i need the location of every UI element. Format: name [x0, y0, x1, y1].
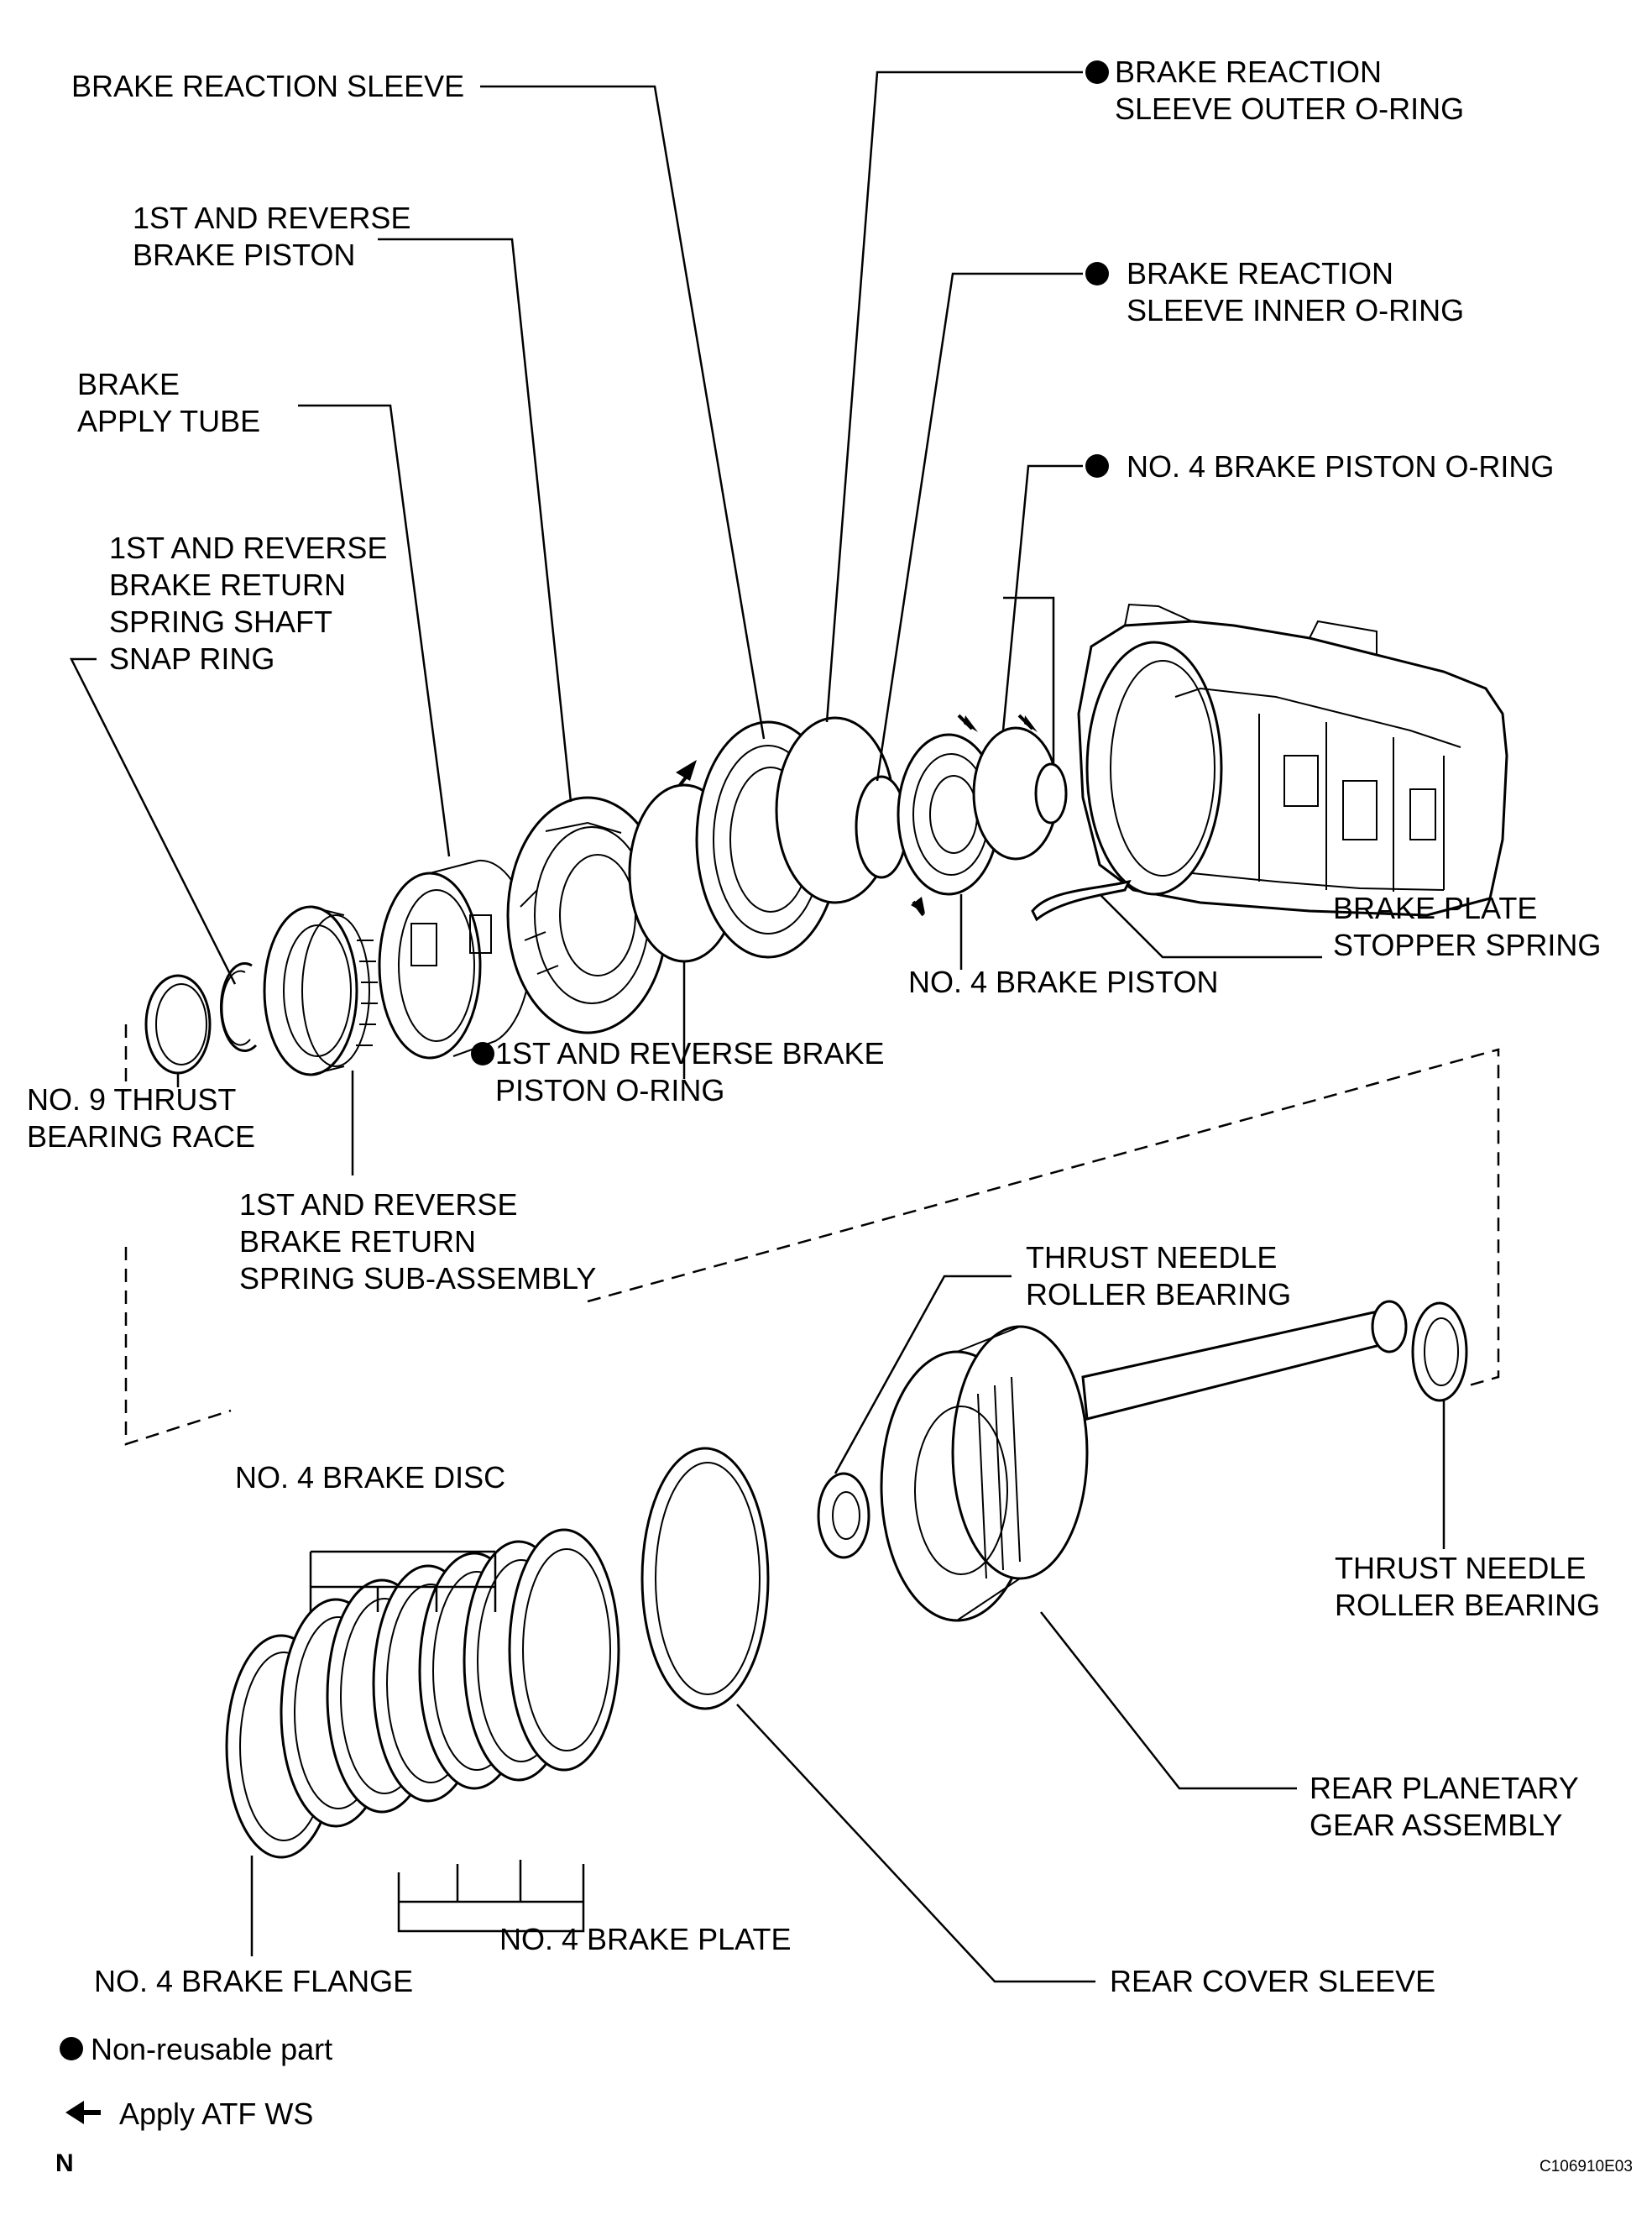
label-no4-piston: NO. 4 BRAKE PISTON [908, 965, 1218, 999]
figure-code: C106910E03 [1540, 2158, 1633, 2175]
label-needle-top-1: THRUST NEEDLE [1026, 1240, 1277, 1275]
label-planetary-2: GEAR ASSEMBLY [1310, 1808, 1562, 1842]
label-race-2: BEARING RACE [27, 1119, 255, 1154]
label-snap-1: 1ST AND REVERSE [109, 531, 387, 565]
label-no4-disc: NO. 4 BRAKE DISC [235, 1460, 505, 1495]
brake-apply-tube [378, 859, 532, 1060]
label-piston-1: 1ST AND REVERSE [133, 201, 410, 235]
label-no4-flange: NO. 4 BRAKE FLANGE [94, 1964, 413, 1998]
label-snap-4: SNAP RING [109, 641, 274, 676]
leader-lines [69, 71, 1500, 1983]
label-rear-cover: REAR COVER SLEEVE [1110, 1964, 1435, 1998]
label-apply-tube-2: APPLY TUBE [77, 404, 260, 438]
label-snap-3: SPRING SHAFT [109, 605, 332, 639]
no4-brake-piston [897, 733, 1001, 896]
corner-mark: N [55, 2149, 74, 2177]
no9-thrust-bearing-race [144, 974, 212, 1075]
label-needle-right-1: THRUST NEEDLE [1335, 1551, 1586, 1585]
label-spring-1: 1ST AND REVERSE [239, 1187, 517, 1222]
snap-ring [219, 962, 258, 1052]
apply-atf-arrows-upper [676, 714, 1038, 917]
apply-atf-arrow-icon [65, 2101, 101, 2124]
brake-disc-plate-stack [225, 1528, 620, 1859]
legend-non-reusable: Non-reusable part [91, 2032, 332, 2066]
rear-planetary-gear-assembly [880, 1300, 1408, 1622]
label-spring-3: SPRING SUB-ASSEMBLY [239, 1261, 596, 1296]
label-brake-reaction-sleeve: BRAKE REACTION SLEEVE [71, 69, 464, 103]
return-spring-sub-assembly [263, 905, 378, 1076]
thrust-needle-roller-bearing-right [1411, 1301, 1468, 1402]
label-piston-oring-2: PISTON O-RING [495, 1073, 724, 1107]
label-outer-oring-2: SLEEVE OUTER O-RING [1115, 92, 1464, 126]
label-apply-tube-1: BRAKE [77, 367, 180, 401]
label-outer-oring-1: BRAKE REACTION [1115, 55, 1382, 89]
label-spring-2: BRAKE RETURN [239, 1224, 476, 1259]
label-inner-oring-2: SLEEVE INNER O-RING [1127, 293, 1464, 327]
brake-plate-stopper-spring [1031, 879, 1132, 922]
rear-cover-sleeve [640, 1447, 770, 1710]
label-snap-2: BRAKE RETURN [109, 568, 346, 602]
thrust-needle-roller-bearing-left [817, 1472, 870, 1559]
label-planetary-1: REAR PLANETARY [1310, 1771, 1579, 1805]
legend-apply-atf: Apply ATF WS [119, 2097, 313, 2131]
label-inner-oring-1: BRAKE REACTION [1127, 256, 1393, 291]
label-no4-piston-oring: NO. 4 BRAKE PISTON O-RING [1127, 449, 1554, 484]
no4-brake-piston-o-rings [972, 726, 1068, 861]
label-piston-oring-1: 1ST AND REVERSE BRAKE [495, 1036, 885, 1071]
label-needle-top-2: ROLLER BEARING [1026, 1277, 1291, 1311]
non-reusable-dots [60, 60, 1109, 2060]
label-needle-right-2: ROLLER BEARING [1335, 1588, 1600, 1622]
label-stopper-2: STOPPER SPRING [1333, 928, 1601, 962]
label-no4-plate: NO. 4 BRAKE PLATE [499, 1922, 791, 1956]
label-piston-2: BRAKE PISTON [133, 238, 355, 272]
transmission-case [1077, 603, 1508, 917]
label-race-1: NO. 9 THRUST [27, 1082, 236, 1117]
label-stopper-1: BRAKE PLATE [1333, 891, 1537, 925]
